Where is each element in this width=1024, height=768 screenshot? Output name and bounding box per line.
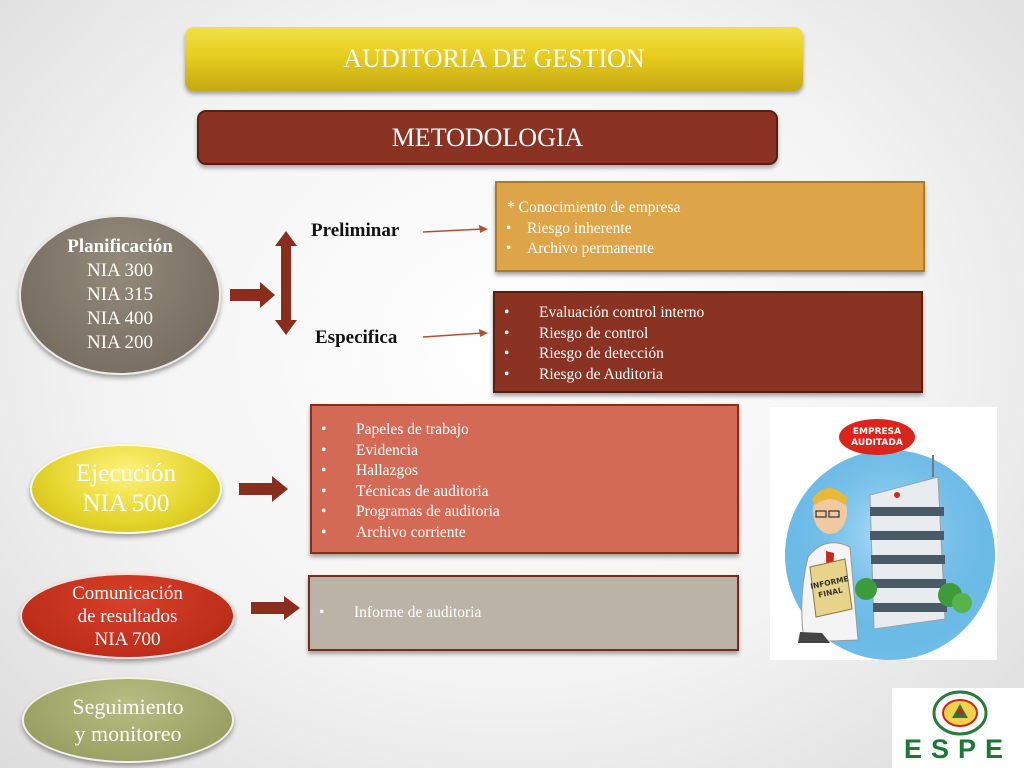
double-arrow-vertical — [275, 231, 297, 335]
phase-planificacion-line: NIA 300 — [87, 260, 153, 281]
title-bar: AUDITORIA DE GESTION — [185, 27, 803, 91]
phase-planificacion: Planificación NIA 300 NIA 315 NIA 400 NI… — [19, 215, 221, 375]
label-especifica: Especifica — [315, 327, 398, 348]
phase-ejecucion-line: NIA 500 — [82, 490, 170, 517]
label-preliminar: Preliminar — [311, 220, 400, 241]
badge-line: EMPRESA — [853, 427, 901, 437]
auditor-building-image: EMPRESA AUDITADA INFORME FINAL — [785, 419, 995, 660]
list-item: Riesgo de detección — [504, 344, 911, 365]
box-preliminar-heading: * Conocimiento de empresa — [507, 199, 681, 216]
arrow-especifica — [422, 332, 484, 338]
arrow-preliminar — [422, 228, 484, 233]
box-ejecucion: Papeles de trabajo Evidencia Hallazgos T… — [310, 404, 739, 554]
block-arrow-planificacion — [230, 282, 275, 308]
phase-comunicacion-line: Comunicación — [72, 582, 183, 604]
phase-comunicacion: Comunicación de resultados NIA 700 — [20, 573, 235, 659]
phase-planificacion-line: NIA 200 — [87, 332, 153, 353]
list-item: Papeles de trabajo — [321, 420, 727, 441]
logo-text: ESPE — [903, 734, 1013, 764]
list-item: Riesgo inherente — [506, 219, 913, 240]
espe-seal-icon — [932, 690, 988, 736]
block-arrow-ejecucion — [239, 476, 288, 502]
list-item: Informe de auditoria — [319, 603, 481, 624]
page-subtitle: METODOLOGIA — [391, 122, 584, 152]
list-item: Evidencia — [321, 441, 727, 462]
list-item: Evaluación control interno — [504, 303, 911, 324]
list-item: Programas de auditoria — [321, 502, 727, 523]
block-arrow-comunicacion — [251, 596, 300, 620]
phase-comunicacion-line: NIA 700 — [94, 628, 161, 650]
box-comunicacion: Informe de auditoria — [308, 575, 739, 651]
subtitle-bar: METODOLOGIA — [197, 110, 778, 165]
phase-comunicacion-line: de resultados — [77, 605, 178, 627]
list-item: Hallazgos — [321, 461, 727, 482]
phase-seguimiento-line: Seguimiento — [72, 694, 184, 719]
auditor-illustration: EMPRESA AUDITADA INFORME FINAL — [770, 407, 997, 660]
phase-planificacion-line: NIA 315 — [87, 284, 153, 305]
box-especifica: Evaluación control interno Riesgo de con… — [493, 291, 923, 393]
page-title: AUDITORIA DE GESTION — [343, 44, 645, 73]
phase-planificacion-line: NIA 400 — [87, 308, 153, 329]
phase-seguimiento-line: y monitoreo — [74, 721, 182, 746]
list-item: Técnicas de auditoria — [321, 482, 727, 503]
list-item: Archivo corriente — [321, 523, 727, 544]
phase-planificacion-title: Planificación — [67, 236, 173, 257]
box-preliminar: * Conocimiento de empresa Riesgo inheren… — [495, 181, 925, 272]
list-item: Riesgo de Auditoria — [504, 365, 911, 386]
phase-ejecucion-line: Ejecución — [76, 460, 176, 487]
list-item: Riesgo de control — [504, 324, 911, 345]
espe-logo: ESPE — [892, 688, 1024, 768]
phase-seguimiento: Seguimiento y monitoreo — [22, 677, 234, 763]
phase-ejecucion: Ejecución NIA 500 — [30, 444, 222, 534]
badge-line: AUDITADA — [851, 438, 903, 448]
list-item: Archivo permanente — [506, 239, 913, 260]
